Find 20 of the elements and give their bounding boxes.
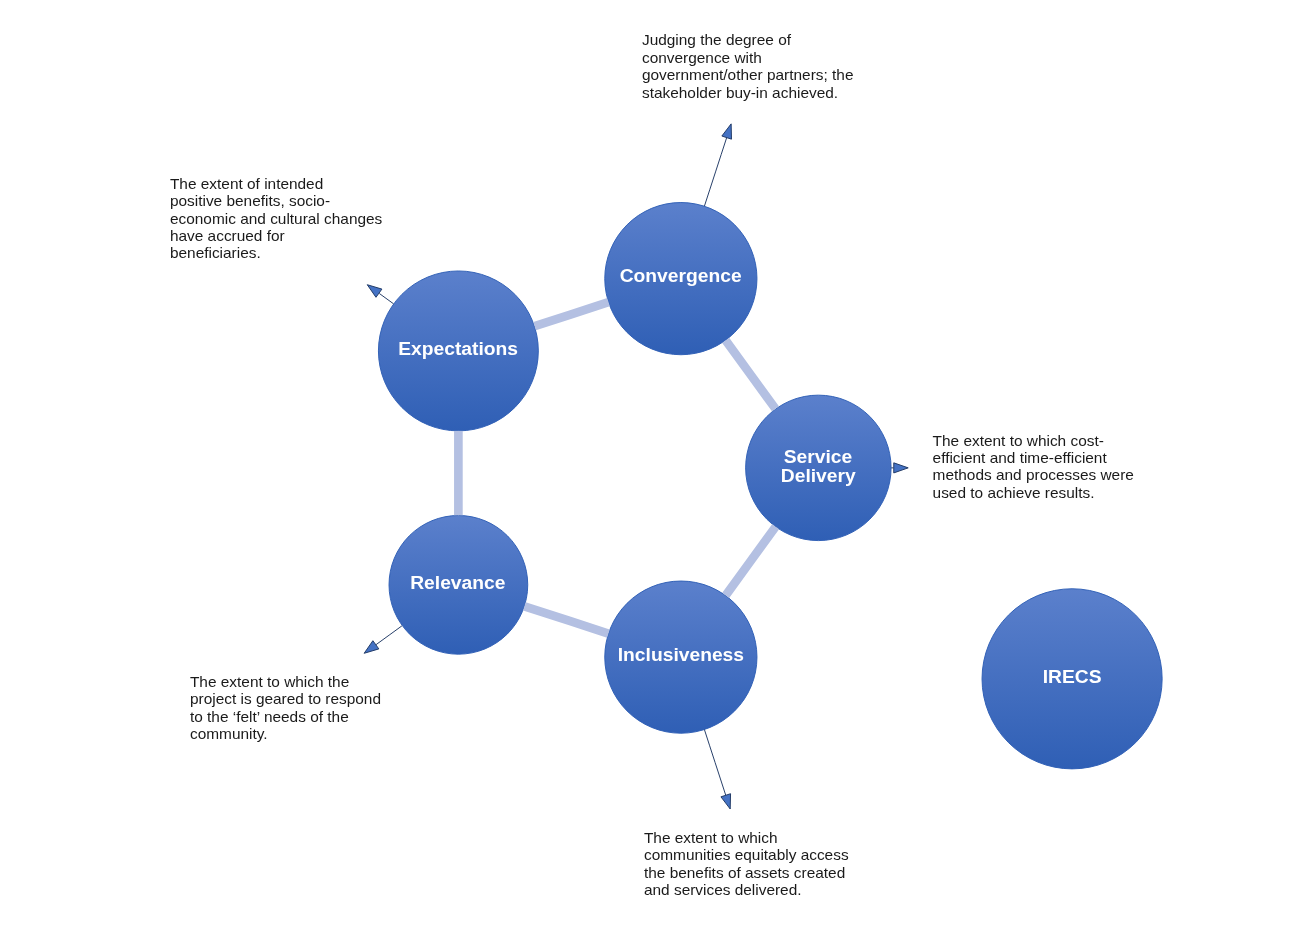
- arrow: [703, 729, 732, 810]
- node-text: Judging the degree of convergence with government/other partners; the stakeholder buy-in achieved.: [641, 31, 854, 101]
- arrow: [703, 123, 732, 207]
- arrow: [366, 284, 395, 305]
- node-circle: Service Delivery: [745, 394, 892, 542]
- node-text: The extent to which the project is geared to respond to the ‘felt’ needs of the community.: [189, 672, 381, 742]
- node-circle: Relevance: [388, 515, 529, 655]
- node-circle: Inclusiveness: [604, 580, 758, 734]
- node-circle: IRECS: [981, 588, 1163, 770]
- node-circle: Convergence: [604, 202, 758, 356]
- arrow: [363, 625, 403, 654]
- node-text: The extent to which communities equitably access the benefits of assets created and services delivered.: [643, 828, 849, 898]
- connector: [523, 602, 610, 638]
- connector: [722, 337, 779, 412]
- node-text: The extent of intended positive benefits, socio-economic and cultural changes have accrued for beneficiaries.: [169, 175, 383, 262]
- arrow: [890, 462, 909, 474]
- node-text: The extent to which cost-efficient and time-efficient methods and processes were used to achieve results.: [932, 431, 1134, 501]
- connector: [722, 524, 780, 598]
- connector: [454, 430, 463, 516]
- connector: [533, 298, 610, 331]
